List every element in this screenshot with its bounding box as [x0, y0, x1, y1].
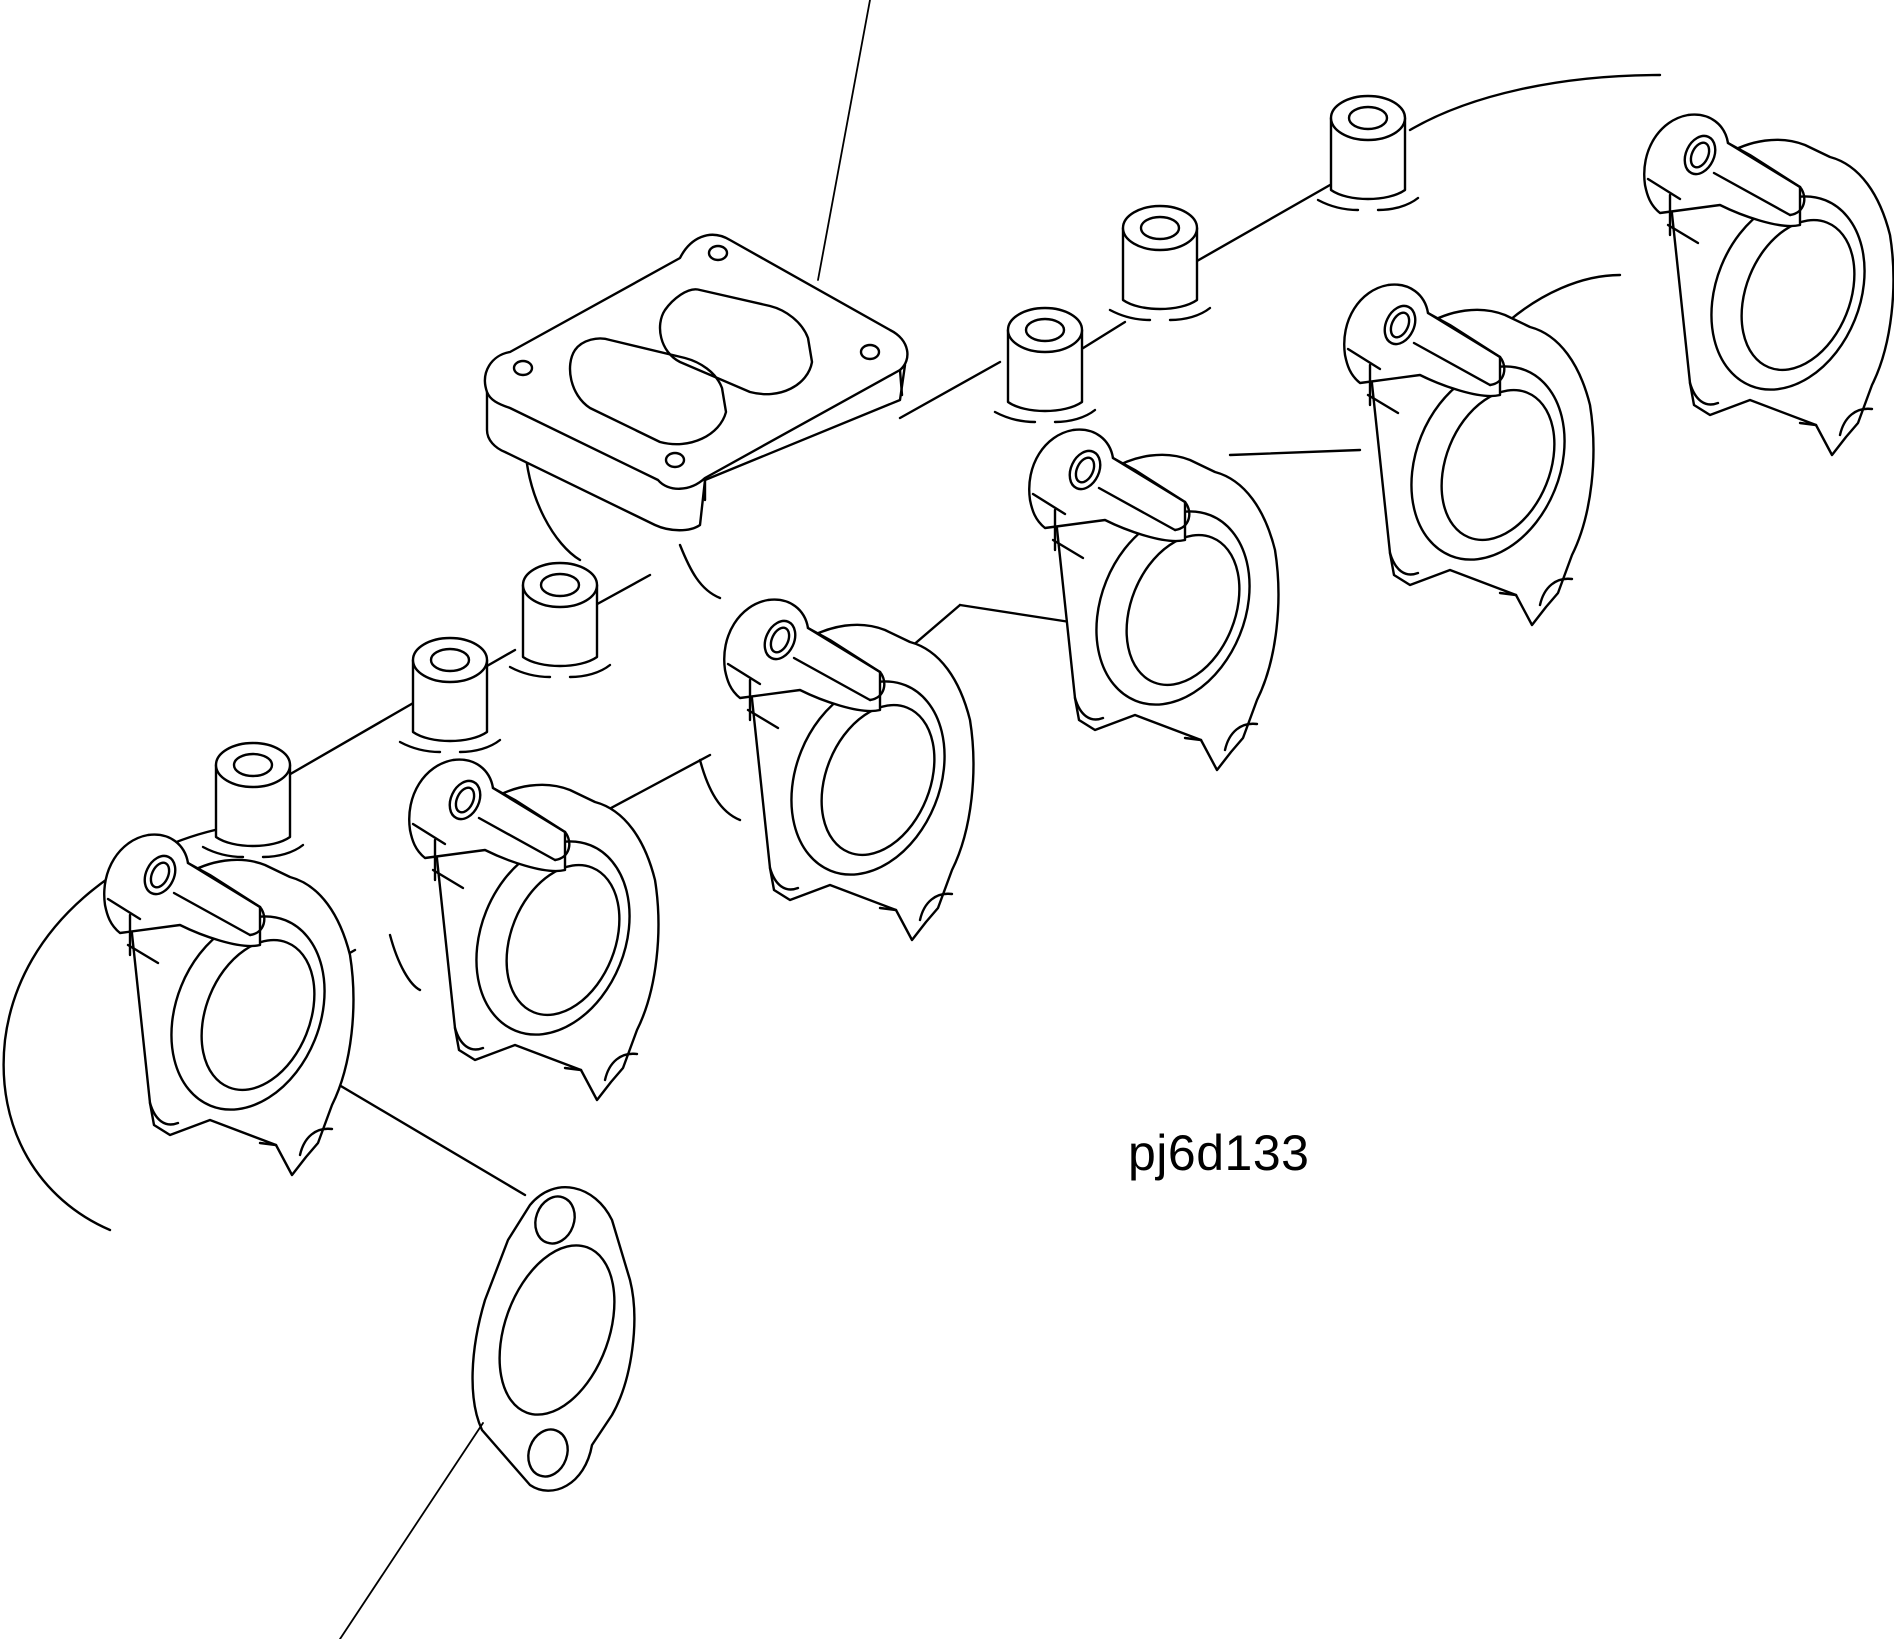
mounting-boss-1	[201, 741, 305, 859]
exhaust-port-4	[1028, 428, 1280, 772]
leader-line-top	[817, 0, 871, 281]
mounting-boss-2	[398, 636, 502, 754]
mounting-boss-6	[1316, 94, 1420, 212]
exhaust-port-2	[408, 758, 660, 1102]
mounting-boss-5	[1108, 204, 1212, 322]
drawing-code-label: pj6d133	[1128, 1125, 1310, 1181]
exhaust-port-6	[1643, 113, 1894, 457]
exhaust-port-1	[103, 833, 355, 1177]
manifold-gasket	[471, 1186, 636, 1492]
mounting-boss-3	[508, 561, 612, 679]
leader-line-bottom	[339, 1422, 484, 1639]
exhaust-port-5	[1343, 283, 1595, 627]
mounting-boss-4	[993, 306, 1097, 424]
exhaust-port-3	[723, 598, 975, 942]
turbo-mounting-flange	[483, 233, 909, 532]
